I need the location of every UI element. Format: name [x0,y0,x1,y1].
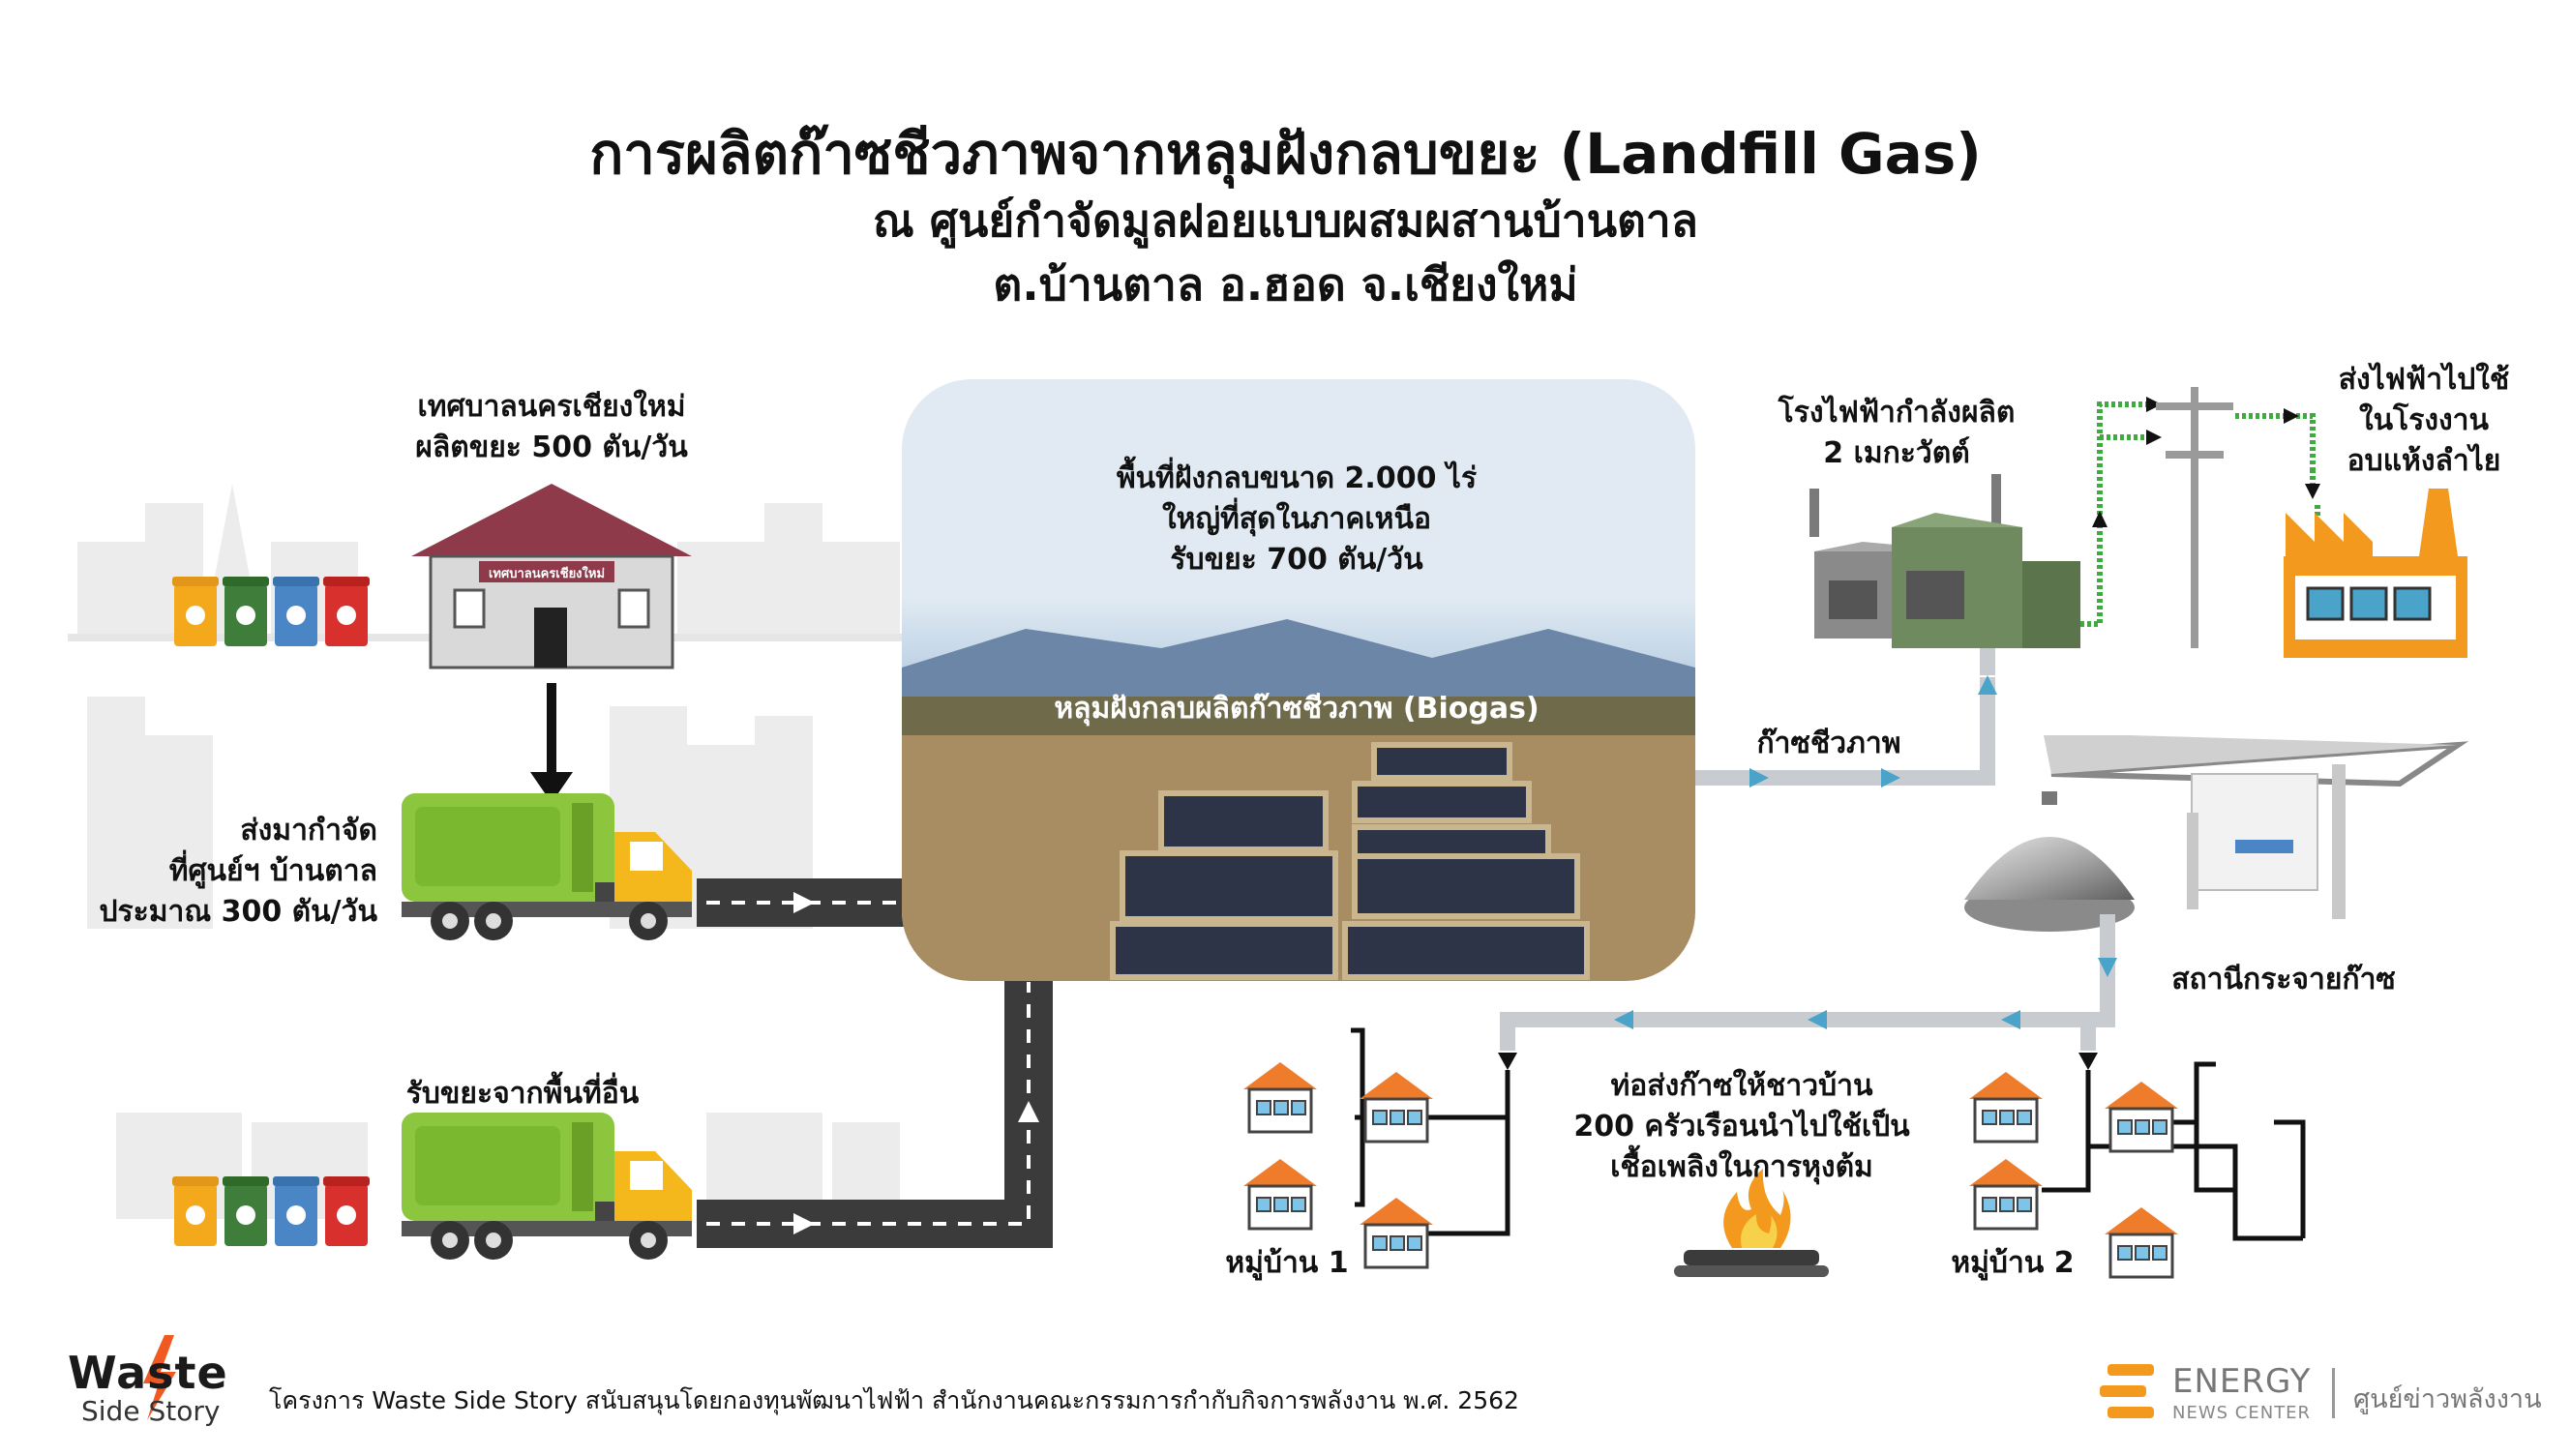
garbage-truck [402,1113,692,1260]
factory-line-1: ส่งไฟฟ้าไปใช้ [2338,363,2510,397]
energy-news-logo-icon [2100,1364,2154,1418]
longan-drying-factory [2284,489,2467,658]
municipality-building [411,484,692,669]
village-2-label: หมู่บ้าน 2 [1951,1246,2075,1280]
house [1967,1157,2045,1231]
pipe-line-1: ท่อส่งก๊าซให้ชาวบ้าน [1610,1069,1873,1103]
pipe-info: ท่อส่งก๊าซให้ชาวบ้าน 200 ครัวเรือนนำไปใช… [1510,1066,1974,1188]
house [2103,1080,2180,1153]
landfill-photo-card [902,379,1695,981]
transport-line-1: ส่งมากำจัด [240,814,377,847]
power-plant-name: โรงไฟฟ้ากำลังผลิต [1778,396,2016,430]
landfill-intake: รับขยะ 700 ตัน/วัน [1170,543,1423,577]
village-1-gas-network [1351,1027,1510,1236]
pipe-line-3: เชื้อเพลิงในการหุงต้ม [1610,1150,1873,1184]
landfill-info: พื้นที่ฝังกลบขนาด 2.000 ไร่ ใหญ่ที่สุดใน… [968,459,1626,580]
gas-storage-dome [1964,791,2135,932]
waste-side-story-logo-subtitle: Side Story [81,1395,221,1427]
energy-news-logo: ENERGY [2172,1362,2312,1401]
municipality-label: เทศบาลนครเชียงใหม่ ผลิตขยะ 500 ตัน/วัน [344,387,760,468]
gas-station-label: สถานีกระจายก๊าซ [2171,963,2396,996]
village-gas-pipe [1498,914,2117,1070]
waste-side-story-logo: Waste [68,1347,228,1399]
other-areas-label: รับขยะจากพื้นที่อื่น [405,1077,640,1111]
logo-divider [2332,1368,2335,1418]
gas-stove-flame-icon [1674,1169,1829,1277]
energy-news-logo-subtitle: NEWS CENTER [2172,1403,2312,1423]
page-subtitle-location: ณ ศูนย์กำจัดมูลฝอยแบบผสมผสานบ้านตาล [873,194,1698,247]
transport-line-3: ประมาณ 300 ตัน/วัน [99,895,377,929]
power-plant-label: โรงไฟฟ้ากำลังผลิต 2 เมกะวัตต์ [1742,393,2051,474]
landfill-photo-label: หลุมฝังกลบผลิตก๊าซชีวภาพ (Biogas) [1054,692,1540,726]
factory-line-2: ในโรงงาน [2358,403,2490,437]
municipality-waste-rate: ผลิตขยะ 500 ตัน/วัน [415,431,688,464]
house [1241,1060,1319,1134]
lightning-bolt-icon [143,1335,176,1420]
energy-news-logo-thai: ศูนย์ข่าวพลังงาน [2353,1384,2542,1414]
house [2103,1205,2180,1279]
transport-label: ส่งมากำจัด ที่ศูนย์ฯ บ้านตาล ประมาณ 300 … [58,811,377,933]
house [1241,1157,1319,1231]
biogas-label: ก๊าซชีวภาพ [1756,727,1901,760]
biogas-pipe [1695,637,1997,787]
municipality-name: เทศบาลนครเชียงใหม่ [417,390,686,424]
factory-label: ส่งไฟฟ้าไปใช้ ในโรงงาน อบแห้งลำไย [2303,360,2545,482]
landfill-rank: ใหญ่ที่สุดในภาคเหนือ [1162,502,1431,536]
road [697,878,1053,1248]
power-line [2080,401,2320,627]
power-pole [2156,387,2233,648]
power-plant [1809,474,2080,648]
house [1358,1070,1435,1144]
municipality-sign: เทศบาลนครเชียงใหม่ [488,567,606,581]
page-title: การผลิตก๊าซชีวภาพจากหลุมฝังกลบขยะ (Landf… [589,121,1982,187]
page-subtitle-address: ต.บ้านตาล อ.ฮอด จ.เชียงใหม่ [993,258,1578,311]
village-1-label: หมู่บ้าน 1 [1225,1246,1349,1280]
factory-line-3: อบแห้งลำไย [2347,444,2501,478]
house [1967,1070,2045,1144]
gas-distribution-station [2044,735,2469,919]
transport-line-2: ที่ศูนย์ฯ บ้านตาล [168,854,377,888]
power-plant-capacity: 2 เมกะวัตต์ [1823,436,1970,470]
pipe-line-2: 200 ครัวเรือนนำไปใช้เป็น [1573,1110,1910,1144]
footer-credit: โครงการ Waste Side Story สนับสนุนโดยกองท… [269,1386,1519,1414]
landfill-area: พื้นที่ฝังกลบขนาด 2.000 ไร่ [1116,461,1478,495]
